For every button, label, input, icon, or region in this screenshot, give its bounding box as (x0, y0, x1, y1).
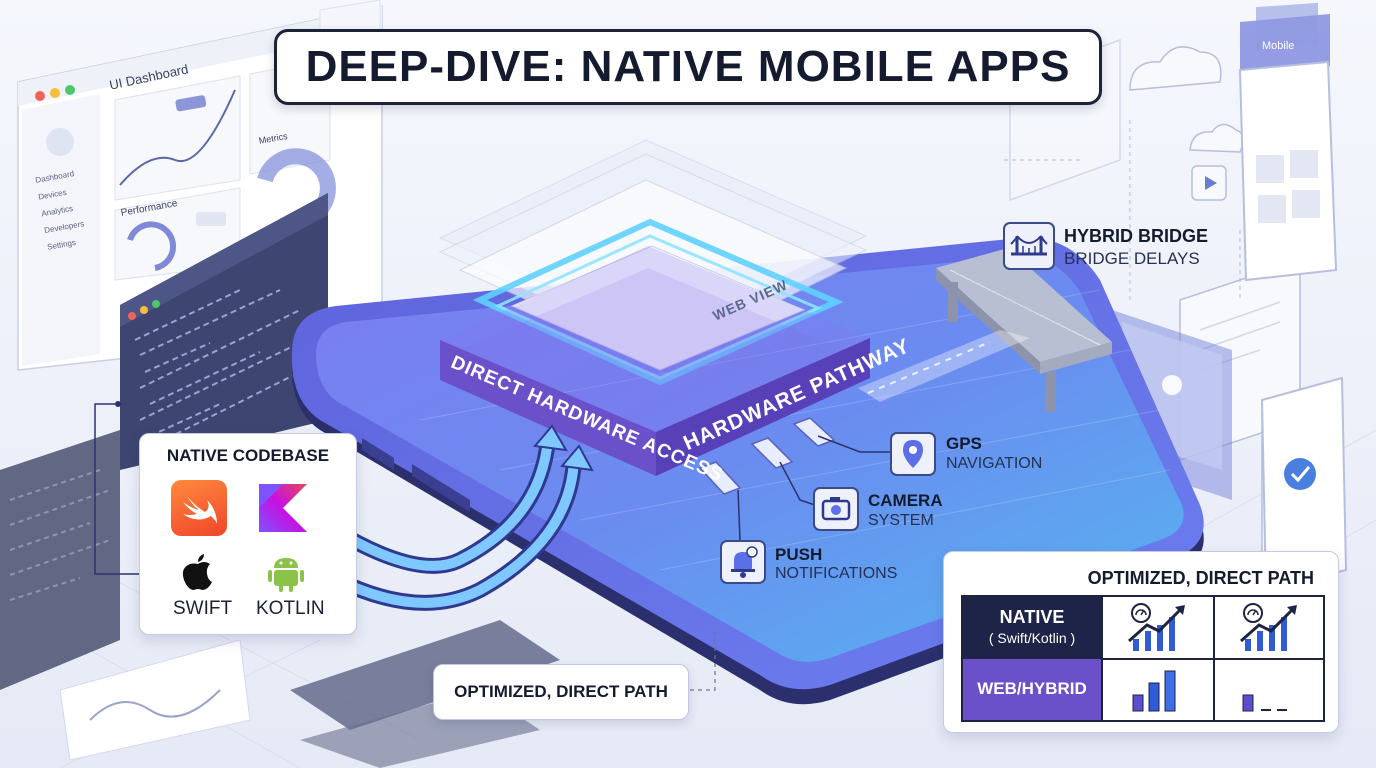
camera-subtitle: SYSTEM (868, 512, 934, 529)
comparison-grid: NATIVE ( Swift/Kotlin ) WEB/HYBRID (961, 595, 1325, 722)
native-label: NATIVE (999, 607, 1065, 627)
bridge-structure (858, 248, 1112, 412)
verified-card (1260, 376, 1348, 592)
title-banner: DEEP-DIVE: NATIVE MOBILE APPS (274, 29, 1102, 105)
web-view-layers (438, 139, 868, 386)
apple-icon (180, 552, 216, 592)
web-speed-bars-icon (1235, 665, 1307, 717)
native-codebase-heading: NATIVE CODEBASE (166, 446, 330, 465)
native-sublabel: ( Swift/Kotlin ) (988, 630, 1076, 646)
hybrid-bridge-title: HYBRID BRIDGE (1064, 226, 1209, 246)
code-editor-window (120, 193, 328, 470)
bridge-icon (1003, 222, 1055, 270)
location-pin-icon (890, 432, 936, 476)
mobile-card-label: Mobile (1262, 40, 1295, 52)
gps-subtitle: NAVIGATION (946, 455, 1043, 472)
web-hybrid-label: WEB/HYBRID (977, 679, 1087, 698)
web-performance-bars-icon (1123, 665, 1195, 717)
push-title: PUSH (775, 545, 823, 564)
row-native-header: NATIVE ( Swift/Kotlin ) (963, 597, 1101, 659)
mobile-device-card (1238, 2, 1338, 282)
camera-title: CAMERA (868, 491, 943, 510)
native-performance-trend-icon (1123, 601, 1195, 655)
gps-title: GPS (946, 434, 982, 453)
comparison-heading: OPTIMIZED, DIRECT PATH (1087, 568, 1314, 588)
native-speed-trend-icon (1235, 601, 1307, 655)
page-title: DEEP-DIVE: NATIVE MOBILE APPS (305, 42, 1071, 91)
swift-logo-icon (171, 480, 227, 536)
language-swift: SWIFT (173, 598, 233, 619)
bell-icon (720, 540, 766, 584)
direct-path-arrows (333, 424, 594, 611)
push-subtitle: NOTIFICATIONS (775, 565, 898, 582)
language-kotlin: KOTLIN (256, 598, 325, 619)
native-codebase-panel: NATIVE CODEBASE SWIFT KOTLIN (139, 433, 357, 635)
hybrid-bridge-subtitle: BRIDGE DELAYS (1064, 249, 1200, 268)
row-web-header: WEB/HYBRID (963, 659, 1101, 720)
optimized-path-label: OPTIMIZED, DIRECT PATH (454, 682, 668, 701)
comparison-panel: OPTIMIZED, DIRECT PATH NATIVE ( Swift/Ko… (943, 551, 1339, 733)
android-icon (266, 552, 306, 592)
camera-icon (813, 487, 859, 531)
kotlin-logo-icon (255, 480, 311, 536)
hardware-chip (440, 246, 890, 556)
optimized-path-label-box: OPTIMIZED, DIRECT PATH (433, 664, 689, 720)
